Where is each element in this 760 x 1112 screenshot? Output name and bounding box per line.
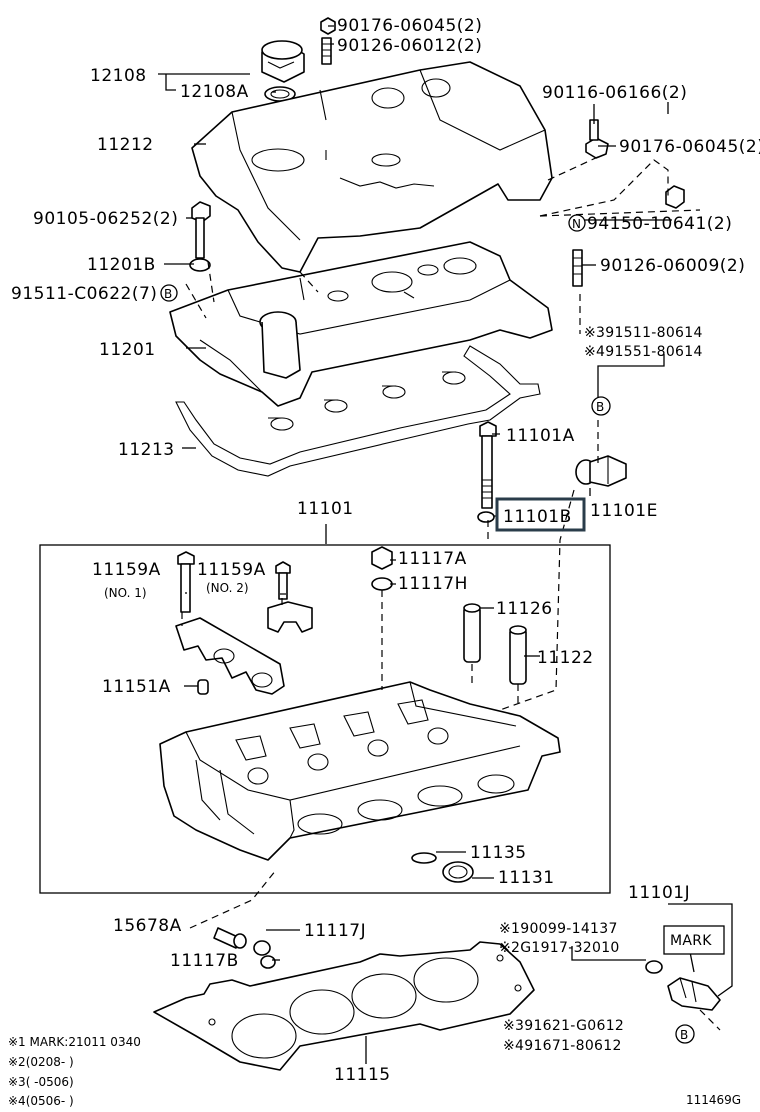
washer-11101B[interactable] bbox=[477, 511, 495, 523]
bolt-90116-06166[interactable] bbox=[585, 119, 609, 159]
footnote-2: ※2(0208- ) bbox=[8, 1055, 74, 1069]
label-11101E[interactable]: 11101E bbox=[590, 501, 658, 521]
label-11101J[interactable]: 11101J bbox=[628, 883, 690, 903]
label-491551-80614[interactable]: ※491551-80614 bbox=[584, 344, 703, 360]
label-11117H[interactable]: 11117H bbox=[398, 574, 468, 594]
label-no2: (NO. 2) bbox=[206, 581, 249, 595]
label-11101B[interactable]: 11101B bbox=[503, 507, 572, 527]
cylinder-head[interactable] bbox=[159, 681, 561, 861]
label-no1: (NO. 1) bbox=[104, 586, 147, 600]
label-11117J[interactable]: 11117J bbox=[304, 921, 366, 941]
footnotes: ※1 MARK:21011 0340 ※2(0208- ) ※3( -0506)… bbox=[8, 1035, 141, 1108]
label-90176-06045-top[interactable]: 90176-06045(2) bbox=[337, 16, 482, 36]
camshaft-bearing-cap-bolt-no2[interactable] bbox=[275, 561, 291, 600]
footnote-3: ※3( -0506) bbox=[8, 1075, 74, 1089]
ring-11117J[interactable] bbox=[253, 940, 271, 956]
mark-box bbox=[663, 925, 725, 955]
label-11126[interactable]: 11126 bbox=[496, 599, 553, 619]
label-90176-06045-right[interactable]: 90176-06045(2) bbox=[619, 137, 760, 157]
label-90105-06252[interactable]: 90105-06252(2) bbox=[33, 209, 178, 229]
plug-11117A[interactable] bbox=[371, 546, 393, 570]
label-11135[interactable]: 11135 bbox=[470, 843, 527, 863]
label-94150-10641[interactable]: 94150-10641(2) bbox=[587, 214, 732, 234]
label-190099-14137[interactable]: ※190099-14137 bbox=[499, 921, 618, 937]
washer-11201B[interactable] bbox=[189, 258, 211, 272]
part-labels: 90176-06045(2) 90126-06012(2) 12108 1210… bbox=[11, 16, 760, 1085]
ref-label-b2: B bbox=[596, 400, 604, 414]
dowel-pin-11151A[interactable] bbox=[197, 679, 209, 695]
label-90126-06009[interactable]: 90126-06009(2) bbox=[600, 256, 745, 276]
oil-seal-11131[interactable] bbox=[442, 861, 474, 883]
gasket-11117H[interactable] bbox=[371, 577, 393, 591]
label-11117A[interactable]: 11117A bbox=[398, 549, 467, 569]
bolt-90105-06252[interactable] bbox=[191, 201, 211, 259]
ref-label-n: N bbox=[572, 217, 581, 231]
label-11131[interactable]: 11131 bbox=[498, 868, 555, 888]
footnote-4: ※4(0506- ) bbox=[8, 1094, 74, 1108]
label-391621-G0612[interactable]: ※391621-G0612 bbox=[503, 1018, 624, 1034]
head-gasket-11115[interactable] bbox=[153, 941, 535, 1071]
label-11117B[interactable]: 11117B bbox=[170, 951, 239, 971]
valve-guide-11126[interactable] bbox=[463, 603, 481, 663]
label-11101A[interactable]: 11101A bbox=[506, 426, 575, 446]
ref-circle-b-bottom: B bbox=[675, 1024, 695, 1044]
valve-guide-11122[interactable] bbox=[509, 625, 527, 685]
label-11159A-no2[interactable]: 11159A bbox=[197, 560, 266, 580]
label-11213[interactable]: 11213 bbox=[118, 440, 175, 460]
oil-filler-cap[interactable] bbox=[261, 40, 305, 83]
nut-90176-right[interactable] bbox=[665, 185, 685, 209]
seal-11135[interactable] bbox=[411, 852, 437, 864]
label-11212[interactable]: 11212 bbox=[97, 135, 154, 155]
bearing-cap-no1[interactable] bbox=[175, 617, 285, 695]
stud-90126-06009[interactable] bbox=[572, 249, 583, 287]
ref-label-b3: B bbox=[680, 1028, 688, 1042]
figure-id: 111469G bbox=[686, 1093, 741, 1107]
label-90116-06166[interactable]: 90116-06166(2) bbox=[542, 83, 687, 103]
sensor-11101J[interactable] bbox=[645, 960, 721, 1011]
mark-label: MARK bbox=[670, 933, 712, 949]
footnote-1: ※1 MARK:21011 0340 bbox=[8, 1035, 141, 1049]
camshaft-bearing-cap-bolt-no1[interactable] bbox=[177, 551, 195, 613]
cylinder-head-group-box bbox=[39, 544, 611, 894]
label-2G1917-32010[interactable]: ※2G1917-32010 bbox=[499, 940, 620, 956]
label-12108[interactable]: 12108 bbox=[90, 66, 147, 86]
ref-circle-b-mid: B bbox=[591, 396, 611, 416]
label-11115[interactable]: 11115 bbox=[334, 1065, 391, 1085]
bolt-11101A[interactable] bbox=[479, 421, 497, 509]
label-15678A[interactable]: 15678A bbox=[113, 916, 182, 936]
label-391511-80614[interactable]: ※391511-80614 bbox=[584, 325, 703, 341]
head-cover-gasket-11213[interactable] bbox=[175, 345, 541, 477]
cylinder-head-cover-11201[interactable] bbox=[169, 241, 553, 407]
stud-90126-06012[interactable] bbox=[321, 37, 332, 65]
gasket-11117B[interactable] bbox=[260, 955, 276, 969]
label-11101[interactable]: 11101 bbox=[297, 499, 354, 519]
sensor-11101E[interactable] bbox=[575, 455, 627, 487]
ref-circle-n: N bbox=[568, 214, 586, 232]
label-11201B[interactable]: 11201B bbox=[87, 255, 156, 275]
engine-cover-11212[interactable] bbox=[191, 61, 553, 273]
label-11159A-no1[interactable]: 11159A bbox=[92, 560, 161, 580]
label-12108A[interactable]: 12108A bbox=[180, 82, 249, 102]
leader-lines bbox=[158, 25, 733, 1064]
label-91511-C0622[interactable]: 91511-C0622(7) bbox=[11, 284, 157, 304]
oil-filler-gasket[interactable] bbox=[264, 86, 296, 102]
ref-circle-b-left: B bbox=[160, 284, 178, 302]
highlight-box-11101B bbox=[495, 497, 586, 532]
pin-15678A[interactable] bbox=[213, 927, 247, 949]
label-11122[interactable]: 11122 bbox=[537, 648, 594, 668]
label-11201[interactable]: 11201 bbox=[99, 340, 156, 360]
bearing-cap-no2[interactable] bbox=[267, 601, 313, 633]
label-491671-80612[interactable]: ※491671-80612 bbox=[503, 1038, 622, 1054]
label-90126-06012[interactable]: 90126-06012(2) bbox=[337, 36, 482, 56]
ref-label-b1: B bbox=[164, 287, 172, 301]
label-11151A[interactable]: 11151A bbox=[102, 677, 171, 697]
